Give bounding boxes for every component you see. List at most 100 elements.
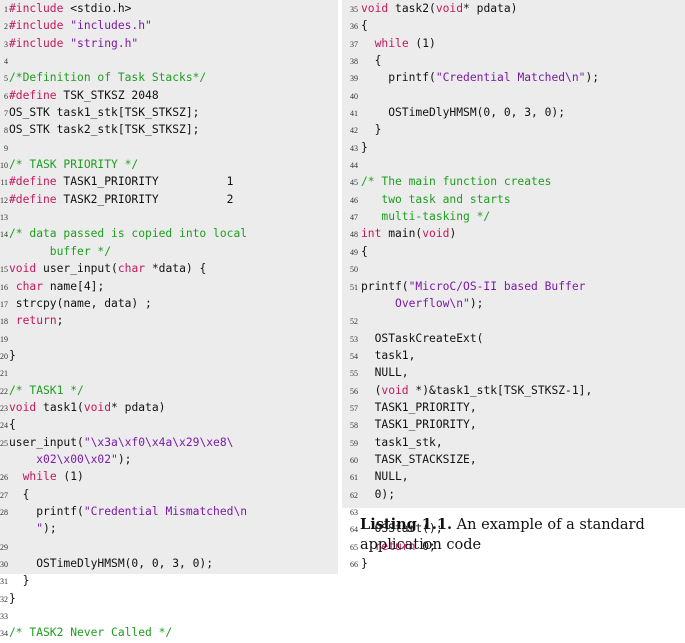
code-line: 49{ (342, 243, 685, 260)
code-token: while (22, 470, 57, 484)
code-token: Overflow\n" (395, 296, 470, 310)
code-line: Overflow\n"); (342, 295, 685, 312)
code-token: (1) (56, 470, 84, 484)
line-number: 56 (350, 386, 358, 396)
code-token: printf( (361, 279, 409, 293)
line-number: 59 (350, 438, 358, 448)
code-token: *)&task1_stk[TSK_STKSZ-1], (408, 383, 593, 397)
code-line: 8OS_STK task2_stk[TSK_STKSZ]; (0, 121, 338, 138)
line-number: 12 (0, 195, 8, 205)
code-token: *data) { (145, 262, 207, 276)
code-token: "Credential Mismatched\n (83, 504, 248, 518)
code-line: 56 (void *)&task1_stk[TSK_STKSZ-1], (342, 382, 685, 399)
code-line: x02\x00\x02"); (0, 451, 338, 468)
line-number: 3 (4, 39, 8, 49)
line-number: 22 (0, 386, 8, 396)
code-line: 53 OSTaskCreateExt( (342, 330, 685, 347)
code-line: 16 char name[4]; (0, 278, 338, 295)
line-number: 40 (350, 91, 358, 101)
code-token: { (361, 54, 382, 68)
code-token: "\x3a\xf0\x4a\x29\xe8\ (83, 435, 234, 449)
line-number: 45 (350, 178, 358, 188)
code-token: printf( (361, 71, 436, 85)
code-column-left: 1#include <stdio.h>2#include "includes.h… (0, 0, 338, 639)
code-line: 27 { (0, 486, 338, 503)
code-line: 15void user_input(char *data) { (0, 260, 338, 277)
line-number: 52 (350, 317, 358, 327)
code-token: void (9, 262, 37, 276)
code-line: 21 (0, 364, 338, 381)
code-token: "Credential Matched\n" (435, 71, 586, 85)
line-number: 64 (350, 525, 358, 535)
code-token: TASK_STACKSIZE, (361, 452, 477, 466)
line-number: 10 (0, 161, 8, 171)
code-token: void (381, 383, 409, 397)
code-line: 41 OSTimeDlyHMSM(0, 0, 3, 0); (342, 104, 685, 121)
line-number: 14 (0, 230, 8, 240)
code-token: TASK2_PRIORITY 2 (56, 192, 234, 206)
code-line: 33 (0, 607, 338, 624)
line-number: 50 (350, 265, 358, 275)
line-number: 44 (350, 161, 358, 171)
code-token: void (422, 227, 450, 241)
line-number: 11 (0, 178, 8, 188)
code-line: 54 task1, (342, 347, 685, 364)
line-number: 33 (0, 612, 8, 622)
code-token: OSTaskCreateExt( (361, 331, 484, 345)
code-token: task1, (361, 348, 416, 362)
code-token: #include (9, 36, 64, 50)
code-line: 7OS_STK task1_stk[TSK_STKSZ]; (0, 104, 338, 121)
code-line: 24{ (0, 416, 338, 433)
line-number: 62 (350, 490, 358, 500)
line-number: 24 (0, 421, 8, 431)
code-token: user_input( (36, 262, 118, 276)
code-line: 29 (0, 538, 338, 555)
code-line: 11#define TASK1_PRIORITY 1 (0, 173, 338, 190)
code-line: 25user_input("\x3a\xf0\x4a\x29\xe8\ (0, 434, 338, 451)
code-line: 59 task1_stk, (342, 434, 685, 451)
code-line: 18 return; (0, 312, 338, 329)
code-token: /* TASK1 */ (9, 383, 84, 397)
line-number: 26 (0, 473, 8, 483)
line-number: 31 (0, 577, 8, 587)
code-line: buffer */ (0, 243, 338, 260)
code-token: void (361, 2, 389, 15)
code-token: #define (9, 192, 57, 206)
code-line: 60 TASK_STACKSIZE, (342, 451, 685, 468)
code-token: OS_STK task2_stk[TSK_STKSZ]; (9, 123, 200, 137)
line-number: 20 (0, 351, 8, 361)
line-number: 66 (350, 560, 358, 569)
code-line: 17 strcpy(name, data) ; (0, 295, 338, 312)
code-line: 44 (342, 156, 685, 173)
line-number: 51 (350, 282, 358, 292)
code-token: * pdata) (463, 2, 518, 15)
code-line: 39 printf("Credential Matched\n"); (342, 69, 685, 86)
line-number: 15 (0, 265, 8, 275)
line-number: 43 (350, 143, 358, 153)
code-line: 50 (342, 260, 685, 277)
code-token: #include (9, 19, 64, 33)
code-line: 26 while (1) (0, 468, 338, 485)
code-line: 36{ (342, 17, 685, 34)
code-token: multi-tasking */ (361, 210, 491, 224)
line-number: 29 (0, 542, 8, 552)
code-line: 66} (342, 555, 685, 572)
code-token: } (9, 591, 16, 605)
code-token: { (9, 418, 16, 432)
code-token: name[4]; (43, 279, 105, 293)
code-line: 10/* TASK PRIORITY */ (0, 156, 338, 173)
line-number: 58 (350, 421, 358, 431)
code-token: task1( (36, 400, 84, 414)
line-number: 57 (350, 403, 358, 413)
line-number: 47 (350, 213, 358, 223)
line-number: 6 (4, 91, 8, 101)
line-number: 36 (350, 22, 358, 32)
code-line: 61 NULL, (342, 468, 685, 485)
line-number: 34 (0, 629, 8, 639)
code-token: /* TASK2 Never Called */ (9, 626, 173, 640)
line-number: 19 (0, 334, 8, 344)
line-number: 65 (350, 542, 358, 552)
